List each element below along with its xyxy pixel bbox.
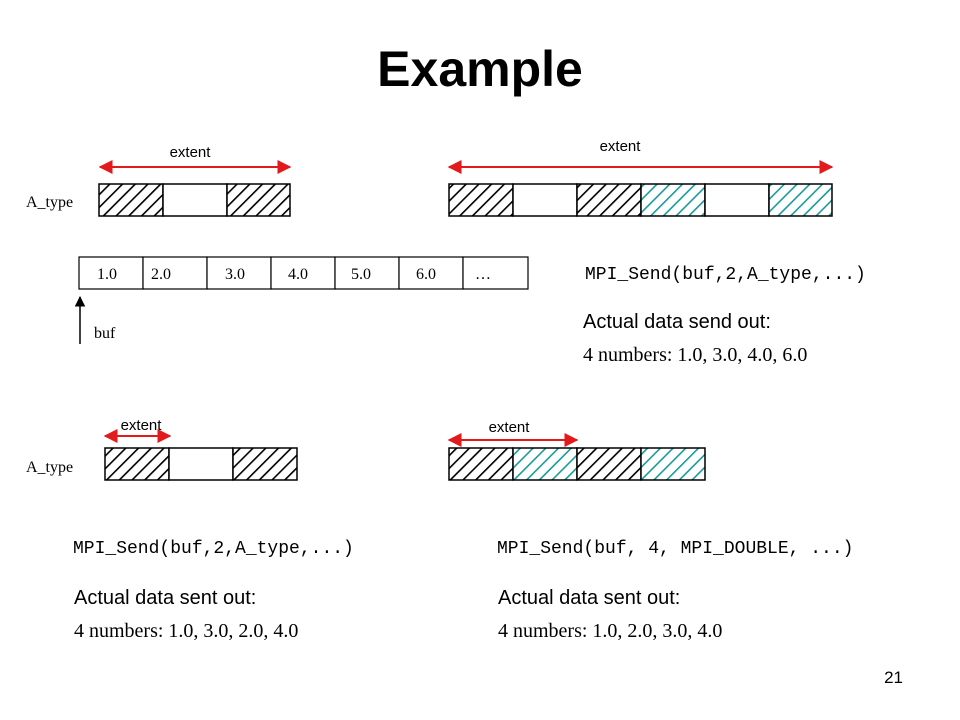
top-right-extent-label: extent <box>600 138 642 155</box>
empty-cell <box>162 183 228 217</box>
teal-hatched-cell <box>768 183 833 217</box>
bottom-right-extent-label: extent <box>489 419 531 436</box>
top-result-numbers: 4 numbers: 1.0, 3.0, 4.0, 6.0 <box>583 344 807 366</box>
hatched-cell <box>98 183 164 217</box>
empty-cell <box>168 447 234 481</box>
top-result-heading: Actual data send out: <box>583 311 771 333</box>
teal-hatched-cell <box>640 183 706 217</box>
top-a-type-block <box>98 183 291 217</box>
buffer-cell-value: 4.0 <box>288 266 308 283</box>
hatched-cell <box>226 183 291 217</box>
top-two-a-type-blocks <box>448 183 833 217</box>
buf-label: buf <box>94 325 116 342</box>
bottom-two-a-type-blocks <box>448 447 706 481</box>
bottom-right-mpi-send-call: MPI_Send(buf, 4, MPI_DOUBLE, ...) <box>497 539 853 559</box>
top-section: A_type extent extent <box>26 138 866 366</box>
teal-hatched-cell <box>512 447 578 481</box>
empty-cell <box>512 183 578 217</box>
bottom-right-result-numbers: 4 numbers: 1.0, 2.0, 3.0, 4.0 <box>498 620 722 642</box>
buffer-cell-value: 5.0 <box>351 266 371 283</box>
bottom-section: A_type extent extent MPI_Send(buf,2,A_ty… <box>26 417 853 642</box>
teal-hatched-cell <box>640 447 706 481</box>
slide-title: Example <box>377 41 583 97</box>
hatched-cell <box>448 447 514 481</box>
buffer-array: 1.0 2.0 3.0 4.0 5.0 6.0 … <box>78 256 529 290</box>
hatched-cell <box>448 183 514 217</box>
page-number: 21 <box>884 668 903 687</box>
buffer-cell-value: 2.0 <box>151 266 171 283</box>
top-type-label: A_type <box>26 194 73 211</box>
bottom-type-label: A_type <box>26 459 73 476</box>
top-mpi-send-call: MPI_Send(buf,2,A_type,...) <box>585 265 866 285</box>
buffer-cell-value: 1.0 <box>97 266 117 283</box>
top-left-extent-label: extent <box>170 144 212 161</box>
bottom-left-mpi-send-call: MPI_Send(buf,2,A_type,...) <box>73 539 354 559</box>
bottom-left-extent-label: extent <box>121 417 163 434</box>
bottom-left-result-numbers: 4 numbers: 1.0, 3.0, 2.0, 4.0 <box>74 620 298 642</box>
bottom-left-result-heading: Actual data sent out: <box>74 587 256 609</box>
bottom-right-result-heading: Actual data sent out: <box>498 587 680 609</box>
buffer-cell-value: … <box>475 266 491 283</box>
hatched-cell <box>576 183 642 217</box>
buffer-cell-value: 6.0 <box>416 266 436 283</box>
buffer-cell-value: 3.0 <box>225 266 245 283</box>
hatched-cell <box>104 447 170 481</box>
bottom-a-type-block <box>104 447 298 481</box>
hatched-cell <box>576 447 642 481</box>
empty-cell <box>704 183 770 217</box>
hatched-cell <box>232 447 298 481</box>
